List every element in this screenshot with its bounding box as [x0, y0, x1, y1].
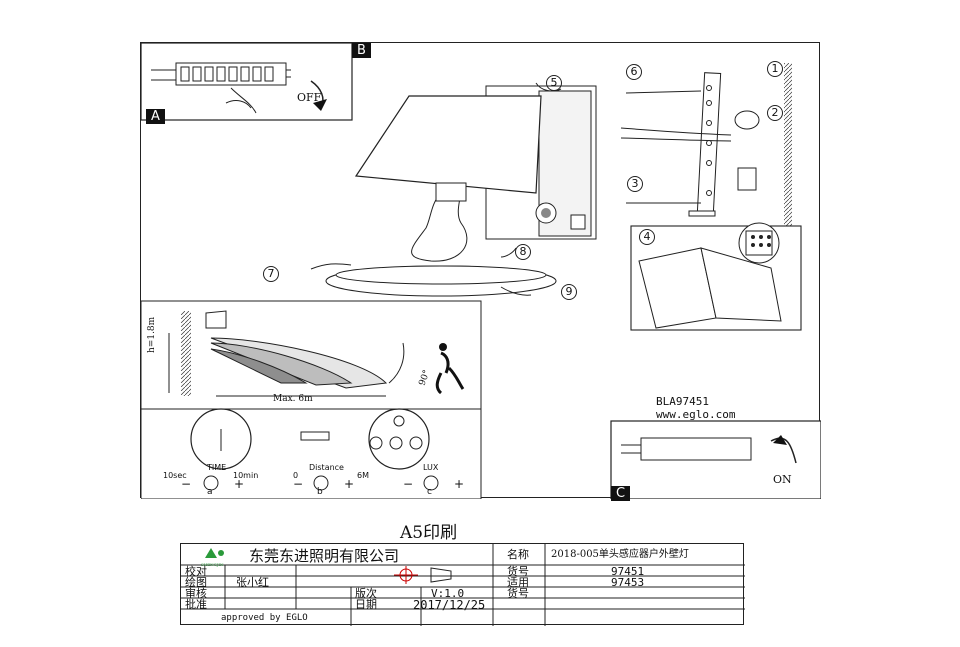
version-label: 版次 [355, 587, 377, 600]
product-code: BLA97451 [656, 395, 709, 408]
product-url: www.eglo.com [656, 408, 736, 421]
step-9-marker: 9 [561, 284, 577, 300]
version-value: V:1.0 [431, 587, 465, 600]
company-name: 东莞东进照明有限公司 [249, 547, 400, 565]
lux-plus: + [454, 477, 465, 491]
instruction-sheet: B A C OFF ON 1 2 3 4 5 6 7 8 9 h=1.8m Ma… [140, 42, 821, 501]
date-label: 日期 [355, 598, 377, 611]
step-4-marker: 4 [639, 229, 655, 245]
step-8-marker: 8 [515, 244, 531, 260]
title-block-grid [181, 544, 745, 626]
lux-label: LUX [423, 463, 439, 472]
drawing-symbol [394, 566, 452, 584]
time-plus: + [234, 477, 245, 491]
panel-b-label: B [352, 43, 371, 58]
step-3-marker: 3 [627, 176, 643, 192]
distance-plus: + [344, 477, 355, 491]
step-1-marker: 1 [767, 61, 783, 77]
height-label: h=1.8m [147, 316, 157, 353]
distance-mark: b [317, 487, 323, 497]
step-5-marker: 5 [546, 75, 562, 91]
applicable-model-label: 货号 [507, 587, 529, 600]
terminal-box-detail [630, 222, 802, 331]
model-value: 97451 [611, 565, 645, 578]
distance-min-label: 0 [293, 471, 299, 480]
approved-by: approved by EGLO [221, 613, 308, 623]
time-label: TIME [207, 463, 227, 472]
date-value: 2017/12/25 [413, 598, 486, 612]
distance-minus: − [293, 477, 304, 491]
applicable-label: 适用 [507, 576, 529, 589]
product-name: 2018-005单头感应器户外壁灯 [551, 549, 689, 560]
logo-text: SHENGJIN [201, 562, 224, 567]
panel-c-label: C [611, 486, 630, 501]
distance-label: Distance [309, 463, 344, 472]
row-label-approve: 批准 [185, 598, 207, 611]
on-label: ON [773, 473, 792, 486]
title-block: SHENGJIN 东莞东进照明有限公司 校对 绘图 审核 批准 张小红 版次 V… [180, 543, 745, 626]
row-label-draw: 绘图 [185, 576, 207, 589]
controls-panel [141, 408, 482, 499]
time-min-label: 10sec [163, 471, 187, 480]
step-2-marker: 2 [767, 105, 783, 121]
company-logo [205, 548, 224, 558]
applicable-value: 97453 [611, 576, 645, 589]
instruction-drawing [141, 43, 821, 499]
time-minus: − [181, 477, 192, 491]
panel-a-label: A [146, 109, 165, 124]
panel-c-wiring [610, 420, 821, 499]
sensor-range-diagram [141, 300, 482, 410]
lux-mark: c [427, 487, 432, 497]
distance-max-label: 6M [357, 471, 369, 480]
bracket-illustration [620, 63, 792, 243]
row-label-review: 审核 [185, 587, 207, 600]
drawer-name: 张小红 [236, 576, 269, 589]
print-size-label: A5印刷 [400, 523, 458, 543]
row-label-check: 校对 [185, 565, 207, 578]
time-mark: a [207, 487, 213, 497]
max-distance-label: Max. 6m [273, 394, 313, 404]
panel-b-wiring [141, 43, 353, 121]
name-label: 名称 [507, 548, 529, 561]
lux-minus: − [403, 477, 414, 491]
step-7-marker: 7 [263, 266, 279, 282]
step-6-marker: 6 [626, 64, 642, 80]
lamp-illustration [310, 82, 597, 297]
off-label: OFF [297, 91, 322, 104]
model-label: 货号 [507, 565, 529, 578]
time-max-label: 10min [233, 471, 259, 480]
